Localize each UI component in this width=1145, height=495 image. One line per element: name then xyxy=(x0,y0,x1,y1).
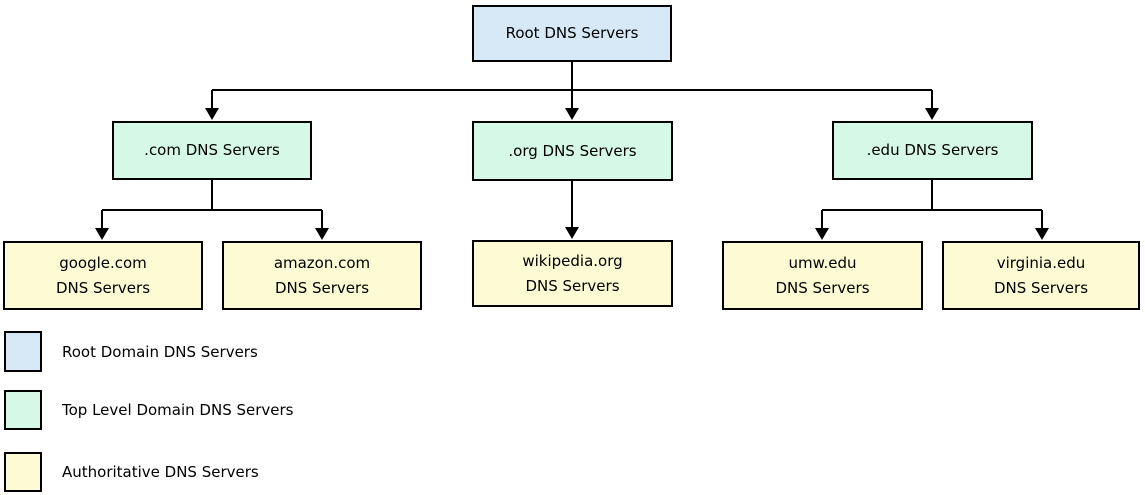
umw-dns-servers-box: umw.edu DNS Servers xyxy=(722,241,923,310)
legend-swatch-root xyxy=(4,331,42,372)
edu-dns-servers-box: .edu DNS Servers xyxy=(832,121,1033,180)
wikipedia-dns-servers-box: wikipedia.org DNS Servers xyxy=(472,240,673,307)
google-dns-servers-caption: DNS Servers xyxy=(55,278,151,297)
wikipedia-dns-servers-domain: wikipedia.org xyxy=(522,251,623,270)
virginia-dns-servers-caption: DNS Servers xyxy=(993,278,1089,297)
org-dns-servers-label: .org DNS Servers xyxy=(508,141,637,160)
com-dns-servers-label: .com DNS Servers xyxy=(144,141,280,159)
virginia-dns-servers-domain: virginia.edu xyxy=(996,253,1086,272)
root-dns-servers-label: Root DNS Servers xyxy=(505,24,639,42)
amazon-dns-servers-domain: amazon.com xyxy=(273,253,371,272)
amazon-dns-servers-box: amazon.com DNS Servers xyxy=(222,241,422,310)
com-dns-servers-box: .com DNS Servers xyxy=(112,121,312,180)
google-dns-servers-box: google.com DNS Servers xyxy=(3,241,203,310)
root-dns-servers-box: Root DNS Servers xyxy=(472,5,672,62)
google-dns-servers-domain: google.com xyxy=(59,253,147,272)
umw-dns-servers-caption: DNS Servers xyxy=(775,278,870,297)
legend-label-root: Root Domain DNS Servers xyxy=(62,342,258,361)
legend-swatch-tld xyxy=(4,390,42,430)
org-dns-servers-box: .org DNS Servers xyxy=(472,121,673,181)
legend-label-authoritative: Authoritative DNS Servers xyxy=(62,463,259,481)
wikipedia-dns-servers-caption: DNS Servers xyxy=(525,276,620,295)
legend-label-tld: Top Level Domain DNS Servers xyxy=(62,401,294,419)
umw-dns-servers-domain: umw.edu xyxy=(788,253,857,272)
virginia-dns-servers-box: virginia.edu DNS Servers xyxy=(942,241,1140,310)
edu-dns-servers-label: .edu DNS Servers xyxy=(866,141,999,159)
legend-swatch-authoritative xyxy=(4,452,42,492)
amazon-dns-servers-caption: DNS Servers xyxy=(274,278,370,297)
